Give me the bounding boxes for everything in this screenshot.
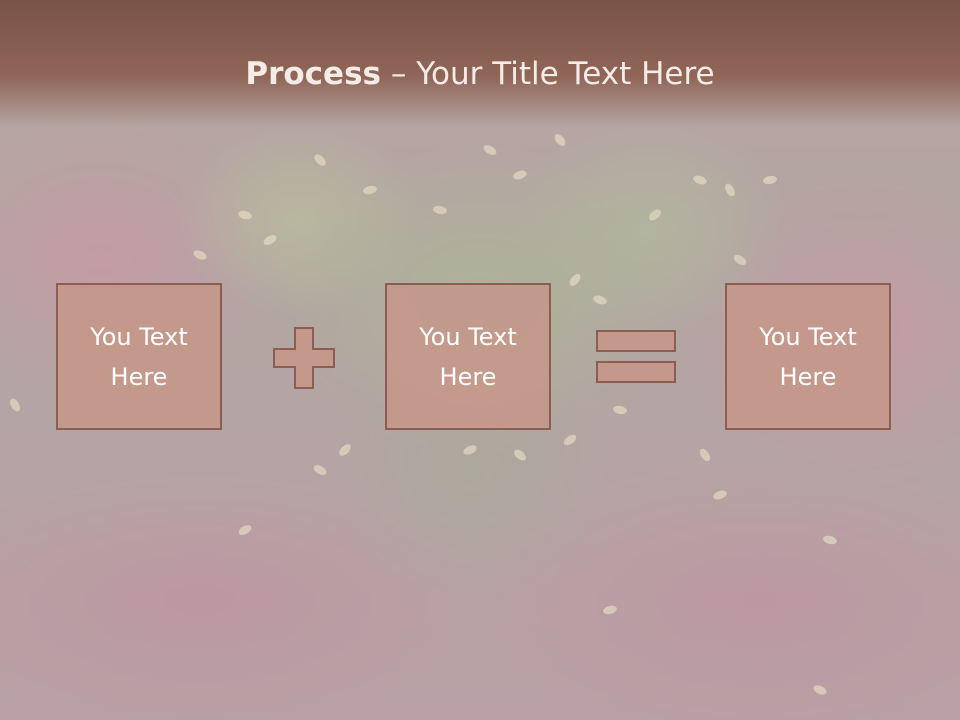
process-box-1-text: You Text Here <box>90 322 188 391</box>
process-box-2: You Text Here <box>385 283 551 430</box>
equals-icon <box>596 330 676 383</box>
slide-title: Process – Your Title Text Here <box>0 52 960 96</box>
process-box-3: You Text Here <box>725 283 891 430</box>
title-bar <box>0 0 960 128</box>
process-box-3-text: You Text Here <box>759 322 857 391</box>
process-box-1: You Text Here <box>56 283 222 430</box>
plus-icon <box>273 327 335 389</box>
title-bold-part: Process <box>245 56 381 92</box>
title-regular-part: – Your Title Text Here <box>381 56 715 92</box>
process-box-2-text: You Text Here <box>419 322 517 391</box>
